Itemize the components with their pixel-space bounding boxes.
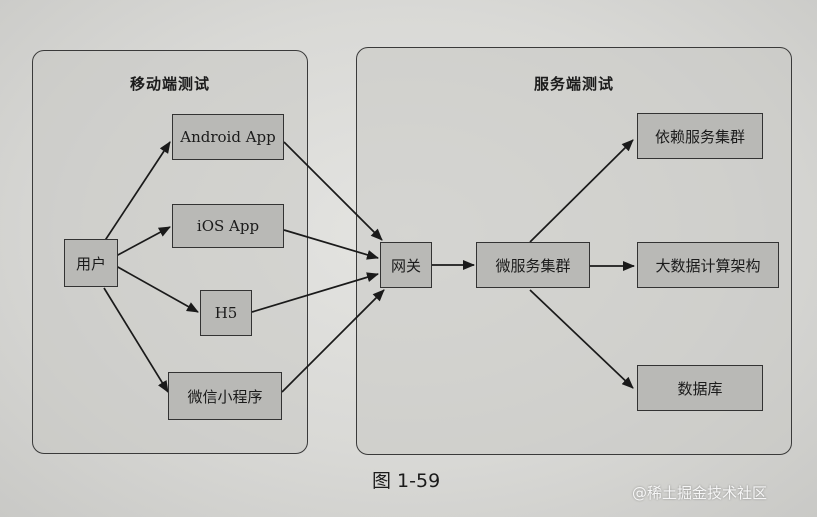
figure-caption: 图 1-59 [372, 470, 441, 492]
arrow-microservices-dependency [529, 139, 634, 243]
mobile-testing-title: 移动端测试 [129, 75, 210, 93]
arrow-user-ios [115, 226, 171, 257]
user-node: 用户 [64, 239, 118, 287]
watermark: @稀土掘金技术社区 [632, 484, 768, 502]
bigdata-architecture-node: 大数据计算架构 [637, 242, 779, 288]
arrow-android-gateway [283, 141, 383, 241]
h5-node: H5 [200, 290, 252, 336]
gateway-node: 网关 [380, 242, 432, 288]
arrow-h5-gateway [251, 272, 379, 313]
ios-app-node: iOS App [172, 204, 284, 248]
arrow-wechat-gateway [281, 289, 385, 393]
arrow-user-android [103, 141, 171, 243]
android-app-node: Android App [172, 114, 284, 160]
arrow-user-h5 [115, 265, 199, 313]
arrow-user-wechat [103, 287, 169, 393]
arrow-ios-gateway [283, 229, 379, 260]
dependency-cluster-node: 依赖服务集群 [637, 113, 763, 159]
service-testing-title: 服务端测试 [533, 75, 614, 93]
arrow-microservices-database [529, 289, 634, 389]
wechat-mini-program-node: 微信小程序 [168, 372, 282, 420]
microservices-cluster-node: 微服务集群 [476, 242, 590, 288]
database-node: 数据库 [637, 365, 763, 411]
